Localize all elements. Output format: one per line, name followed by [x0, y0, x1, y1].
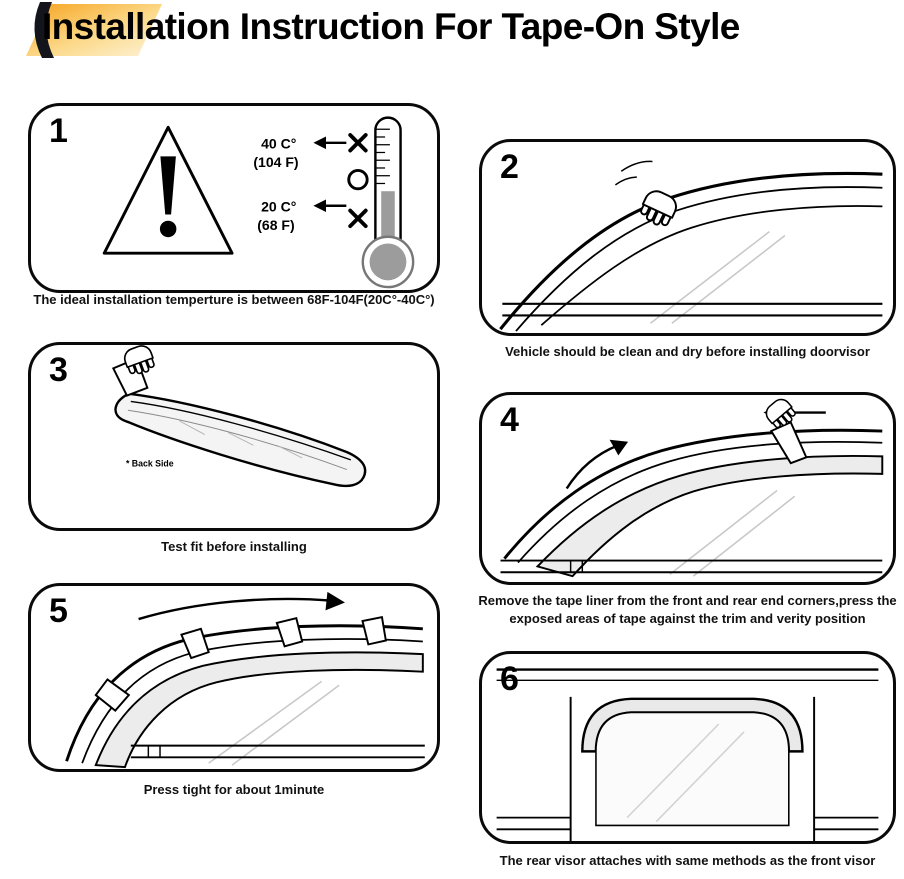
visor-band [94, 651, 424, 769]
header: Installation Instruction For Tape-On Sty… [0, 0, 904, 72]
tape-liner-flag [180, 627, 210, 660]
back-side-label: * Back Side [126, 459, 174, 469]
step-4-illustration [500, 395, 884, 578]
temp-low-c-label: 20 C° [261, 199, 297, 215]
roofline [503, 428, 883, 560]
step-5-illustration [65, 591, 425, 769]
thermometer-icon [361, 116, 415, 289]
step-6-panel: 6 [479, 651, 896, 844]
step-4-number: 4 [500, 401, 519, 439]
step-1-caption: The ideal installation temperture is bet… [33, 292, 435, 307]
tape-strip-line [130, 400, 352, 461]
rear-window-glass [595, 711, 790, 827]
arrow-right-icon [138, 591, 345, 621]
temp-high-f-label: (104 F) [253, 154, 298, 170]
step-3-panel: 3 * Back Side [28, 342, 440, 531]
tape-liner-flag [769, 420, 808, 465]
motion-lines [614, 160, 653, 186]
step-6-illustration [496, 668, 879, 841]
tape-liner-flag [275, 616, 304, 648]
warning-triangle-icon [102, 125, 234, 255]
step-3-number: 3 [49, 351, 68, 389]
step-5-caption: Press tight for about 1minute [143, 782, 325, 797]
tape-liner-flag [361, 615, 387, 646]
visor-band [535, 454, 884, 578]
step-1-number: 1 [49, 112, 68, 150]
step-2-illustration [499, 160, 883, 332]
step-5-panel: 5 [28, 583, 440, 772]
cross-low-icon [348, 208, 368, 229]
step-4-panel: 4 [479, 392, 896, 585]
step-6-number: 6 [500, 660, 519, 698]
roofline [499, 171, 883, 331]
page-title: Installation Instruction For Tape-On Sty… [42, 6, 740, 47]
step-2-caption: Vehicle should be clean and dry before i… [505, 344, 870, 359]
arrow-left-low-icon [313, 199, 347, 213]
step-3-caption: Test fit before installing [161, 539, 307, 554]
step-2-panel: 2 [479, 139, 896, 336]
glass-reflection [208, 680, 340, 766]
step-2-number: 2 [500, 148, 519, 186]
arrow-up-right-icon [565, 439, 629, 490]
step-1-panel: 1 40 C° (104 F) 20 C° [28, 103, 440, 293]
tape-liner-flag [94, 678, 131, 712]
shading-lines [179, 420, 303, 459]
step-6-caption: The rear visor attaches with same method… [499, 853, 876, 868]
step-3-illustration: * Back Side [111, 345, 367, 488]
cross-high-icon [348, 133, 368, 153]
visor-ribbon-icon [26, 2, 162, 58]
step-5-number: 5 [49, 592, 68, 630]
temp-high-c-label: 40 C° [261, 136, 297, 152]
glass-reflection [669, 489, 796, 577]
hand-icon [636, 186, 681, 231]
arrow-left-high-icon [313, 136, 347, 150]
ok-circle-icon [347, 168, 369, 191]
step-4-caption: Remove the tape liner from the front and… [478, 593, 897, 626]
temp-low-f-label: (68 F) [257, 217, 294, 233]
visor-blade [114, 392, 367, 488]
glass-reflection [626, 723, 745, 823]
step-1-illustration: 40 C° (104 F) 20 C° (68 F) [102, 116, 415, 289]
glass-reflection [649, 231, 786, 324]
